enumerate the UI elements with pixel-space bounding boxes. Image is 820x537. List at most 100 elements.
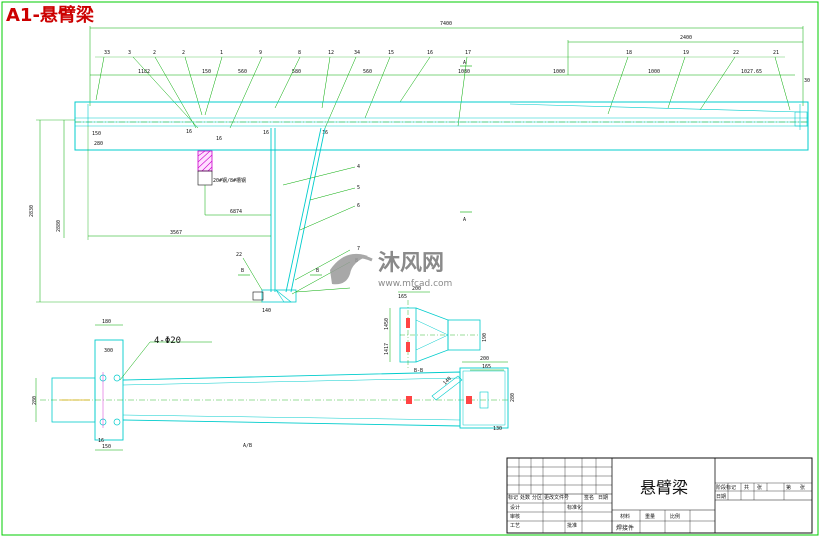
- dim-overall: 7400: [440, 21, 452, 27]
- watermark-brand: 沐风网: [378, 251, 444, 276]
- svg-text:1000: 1000: [648, 69, 660, 75]
- svg-text:16: 16: [427, 50, 433, 56]
- svg-text:165: 165: [482, 364, 491, 370]
- main-beam: [74, 101, 809, 151]
- svg-text:18: 18: [626, 50, 632, 56]
- watermark-logo: [330, 253, 373, 285]
- svg-text:280: 280: [510, 393, 516, 402]
- svg-text:180: 180: [102, 319, 111, 325]
- svg-text:1417: 1417: [384, 343, 390, 355]
- svg-text:焊接件: 焊接件: [616, 524, 634, 532]
- svg-text:批准: 批准: [567, 522, 577, 529]
- dim-right-span: 2400: [680, 35, 692, 41]
- svg-text:3567: 3567: [170, 230, 182, 236]
- svg-text:22: 22: [236, 252, 242, 258]
- svg-text:2: 2: [182, 50, 185, 56]
- svg-text:1182: 1182: [138, 69, 150, 75]
- svg-text:165: 165: [398, 294, 407, 300]
- svg-text:190: 190: [482, 333, 488, 342]
- svg-text:4: 4: [357, 164, 360, 170]
- svg-text:200: 200: [480, 356, 489, 362]
- svg-text:2880: 2880: [56, 220, 62, 232]
- svg-text:20#钢/8#槽钢: 20#钢/8#槽钢: [213, 177, 246, 184]
- svg-text:3: 3: [128, 50, 131, 56]
- hatched-bracket: 20#钢/8#槽钢: [197, 150, 246, 186]
- svg-text:签名: 签名: [584, 494, 594, 501]
- svg-text:16: 16: [263, 130, 269, 136]
- svg-text:16: 16: [322, 130, 328, 136]
- svg-text:1080: 1080: [458, 69, 470, 75]
- svg-text:560: 560: [238, 69, 247, 75]
- support-column: [252, 127, 326, 303]
- svg-text:7: 7: [357, 246, 360, 252]
- svg-text:580: 580: [292, 69, 301, 75]
- svg-text:共: 共: [744, 484, 749, 491]
- svg-text:560: 560: [363, 69, 372, 75]
- plan-view-beam: [40, 339, 510, 441]
- svg-text:张: 张: [757, 484, 762, 491]
- svg-text:审核: 审核: [510, 513, 520, 520]
- svg-text:第: 第: [786, 484, 791, 491]
- svg-text:标准化: 标准化: [567, 504, 582, 511]
- svg-text:日期: 日期: [716, 494, 726, 500]
- svg-text:B: B: [316, 268, 319, 274]
- svg-text:更改文件号: 更改文件号: [544, 494, 569, 501]
- svg-text:1027.65: 1027.65: [741, 69, 762, 75]
- svg-text:日期: 日期: [598, 495, 608, 501]
- title-block-name: 悬臂梁: [640, 478, 688, 497]
- svg-text:工艺: 工艺: [510, 523, 520, 529]
- svg-text:17: 17: [465, 50, 471, 56]
- svg-text:设计: 设计: [510, 504, 520, 511]
- svg-text:280: 280: [32, 396, 38, 405]
- title-block: [506, 457, 813, 534]
- section-bb-view: [399, 300, 481, 370]
- watermark-url: www.mfcad.com: [378, 279, 452, 289]
- svg-text:16: 16: [98, 438, 104, 444]
- svg-text:280: 280: [94, 141, 103, 147]
- svg-text:1450: 1450: [384, 318, 390, 330]
- svg-text:300: 300: [104, 348, 113, 354]
- callout-leaders: [95, 56, 791, 129]
- svg-text:21: 21: [773, 50, 779, 56]
- svg-text:19: 19: [683, 50, 689, 56]
- svg-text:12: 12: [328, 50, 334, 56]
- svg-text:30: 30: [804, 78, 810, 84]
- svg-text:150: 150: [92, 131, 101, 137]
- svg-text:材料: 材料: [620, 513, 630, 520]
- svg-text:22: 22: [733, 50, 739, 56]
- svg-text:重量: 重量: [645, 513, 655, 520]
- svg-text:140: 140: [442, 376, 453, 387]
- svg-text:16: 16: [216, 136, 222, 142]
- svg-text:8: 8: [298, 50, 301, 56]
- svg-text:A/B: A/B: [243, 443, 252, 449]
- svg-text:6874: 6874: [230, 209, 242, 215]
- drawing-title: A1-悬臂梁: [6, 4, 95, 26]
- svg-text:2: 2: [153, 50, 156, 56]
- svg-text:A: A: [463, 217, 466, 223]
- svg-text:处数: 处数: [520, 494, 530, 501]
- svg-text:1: 1: [220, 50, 223, 56]
- svg-text:分区: 分区: [532, 494, 542, 501]
- svg-text:16: 16: [186, 129, 192, 135]
- svg-text:5: 5: [357, 185, 360, 191]
- svg-text:150: 150: [202, 69, 211, 75]
- svg-text:标记: 标记: [508, 494, 518, 501]
- hole-note: 4-Φ20: [154, 336, 181, 346]
- svg-text:150: 150: [102, 444, 111, 450]
- svg-text:9: 9: [259, 50, 262, 56]
- svg-text:张: 张: [800, 484, 805, 491]
- svg-text:比例: 比例: [670, 513, 680, 520]
- svg-text:130: 130: [493, 426, 502, 432]
- svg-text:2830: 2830: [29, 205, 35, 217]
- svg-text:140: 140: [262, 308, 271, 314]
- svg-text:阶段标记: 阶段标记: [716, 484, 736, 491]
- svg-text:6: 6: [357, 203, 360, 209]
- svg-text:1000: 1000: [553, 69, 565, 75]
- svg-text:B: B: [241, 268, 244, 274]
- svg-text:A: A: [463, 60, 466, 66]
- svg-text:B-B: B-B: [414, 368, 423, 374]
- svg-text:15: 15: [388, 50, 394, 56]
